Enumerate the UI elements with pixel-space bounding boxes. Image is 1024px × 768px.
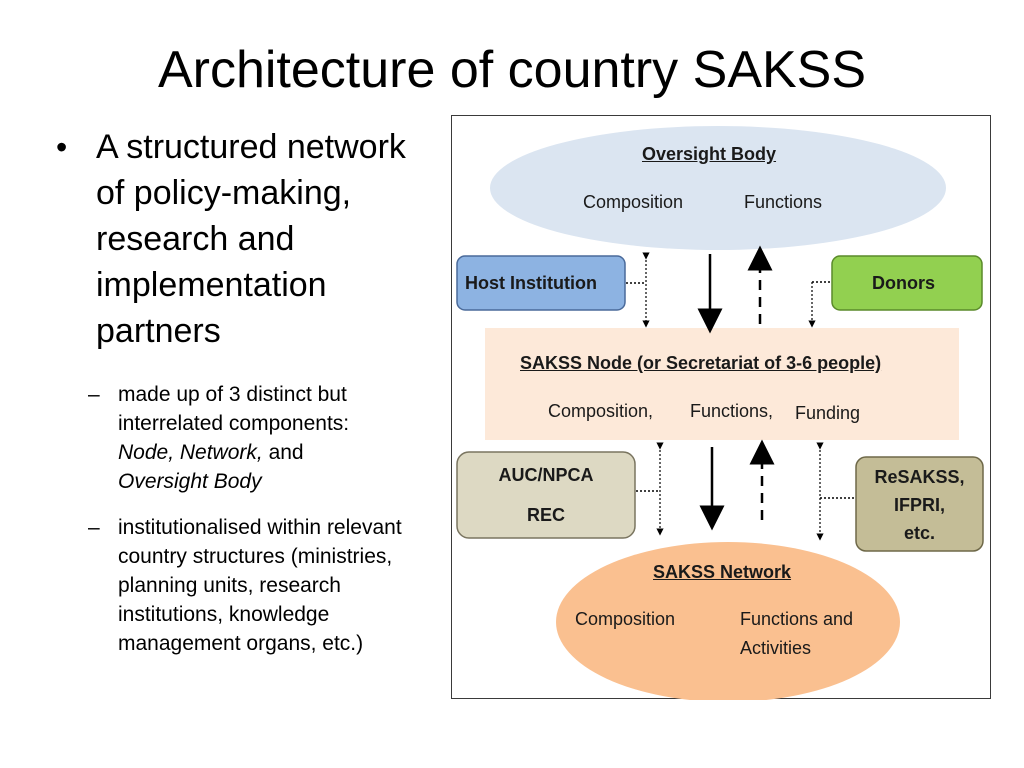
oversight-functions: Functions xyxy=(744,192,823,212)
sakss-network-ellipse xyxy=(556,542,900,700)
host-institution-label: Host Institution xyxy=(465,273,597,293)
network-functions-line2: Activities xyxy=(740,638,812,658)
sub-bullet-line1: made up of 3 distinct but xyxy=(118,383,347,406)
slide-title: Architecture of country SAKSS xyxy=(157,41,867,99)
etc-label: etc. xyxy=(903,523,936,543)
resakss-label: ReSAKSS, xyxy=(874,467,965,487)
dash-icon: – xyxy=(88,516,100,539)
bullet-list: • A structured network of policy-making,… xyxy=(56,124,426,675)
sub-bullet-line2: interrelated components: xyxy=(118,412,350,435)
diagram-shapes xyxy=(456,126,984,700)
node-funding: Funding xyxy=(795,403,861,423)
architecture-diagram: Oversight Body Composition Functions Hos… xyxy=(451,115,991,700)
bullet-dot-icon: • xyxy=(56,129,68,165)
sub-bullet-and: and xyxy=(262,441,304,464)
auc-npca-label: AUC/NPCA xyxy=(498,465,594,485)
sub-bullet-node-network: Node, Network, xyxy=(118,441,263,464)
sub-bullet-institutionalised: – institutionalised within relevant coun… xyxy=(88,513,426,658)
auc-npca-box xyxy=(456,451,636,539)
resakss-box xyxy=(855,456,984,552)
dash-icon: – xyxy=(88,383,100,406)
network-functions-line1: Functions and xyxy=(740,609,854,629)
node-functions: Functions, xyxy=(690,401,774,421)
main-bullet-text: A structured network of policy-making, r… xyxy=(96,128,406,350)
oversight-body-ellipse xyxy=(490,126,946,250)
donors-box xyxy=(831,255,983,311)
rec-label: REC xyxy=(526,505,565,525)
sakss-node-box xyxy=(485,328,959,440)
sub-bullet-list: – made up of 3 distinct but interrelated… xyxy=(56,380,426,658)
sakss-network-title: SAKSS Network xyxy=(653,562,792,582)
donors-label: Donors xyxy=(872,273,935,293)
sub-bullet-text: institutionalised within relevant countr… xyxy=(118,516,402,655)
oversight-body-title: Oversight Body xyxy=(642,144,777,164)
ifpri-label: IFPRI, xyxy=(893,495,945,515)
sakss-node-title: SAKSS Node (or Secretariat of 3-6 people… xyxy=(520,353,882,373)
sub-bullet-oversight: Oversight Body xyxy=(118,470,262,493)
host-institution-box xyxy=(456,255,626,311)
node-composition: Composition, xyxy=(548,401,654,421)
oversight-composition: Composition xyxy=(583,192,684,212)
network-composition: Composition xyxy=(575,609,676,629)
sub-bullet-components: – made up of 3 distinct but interrelated… xyxy=(88,380,426,496)
main-bullet: • A structured network of policy-making,… xyxy=(56,124,426,354)
